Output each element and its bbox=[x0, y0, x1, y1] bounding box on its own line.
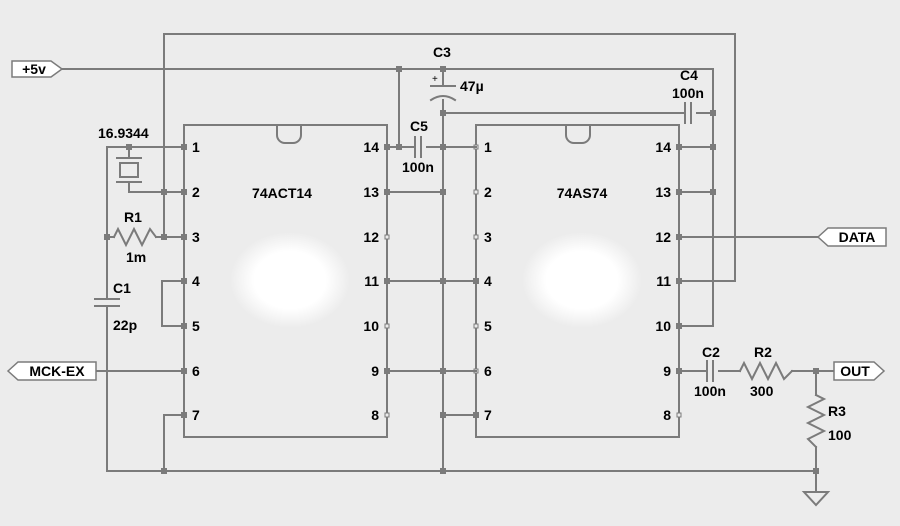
pin-number: 5 bbox=[192, 318, 200, 334]
pin-number: 4 bbox=[484, 273, 492, 289]
pin-number: 10 bbox=[655, 318, 671, 334]
crystal-value: 16.9344 bbox=[98, 125, 149, 141]
pin-number: 14 bbox=[363, 139, 379, 155]
ic-notch bbox=[565, 124, 591, 144]
c3-name: C3 bbox=[433, 44, 451, 60]
pin-number: 1 bbox=[484, 139, 492, 155]
c5-value: 100n bbox=[402, 159, 434, 175]
pin-number: 2 bbox=[484, 184, 492, 200]
pin-number: 11 bbox=[364, 273, 379, 289]
pin-number: 6 bbox=[484, 363, 492, 379]
ic-label: 74ACT14 bbox=[252, 185, 312, 201]
pin-open bbox=[473, 189, 479, 195]
r1-name: R1 bbox=[124, 209, 142, 225]
pin-number: 11 bbox=[656, 273, 671, 289]
c1-value: 22p bbox=[113, 317, 137, 333]
resistor-r2: R2 300 bbox=[738, 344, 794, 399]
r1-value: 1m bbox=[126, 249, 146, 265]
port-mck-ex: MCK-EX bbox=[6, 361, 97, 381]
pin-number: 8 bbox=[663, 407, 671, 423]
pin-open bbox=[384, 323, 390, 329]
r2-name: R2 bbox=[754, 344, 772, 360]
capacitor-c1: C1 22p bbox=[94, 280, 137, 333]
c1-name: C1 bbox=[113, 280, 131, 296]
pin-number: 9 bbox=[663, 363, 671, 379]
pin-number: 2 bbox=[192, 184, 200, 200]
pin-number: 5 bbox=[484, 318, 492, 334]
pin-number: 3 bbox=[484, 229, 492, 245]
pin-number: 13 bbox=[363, 184, 379, 200]
port-out: OUT bbox=[833, 361, 886, 381]
pin-open bbox=[676, 412, 682, 418]
pin-open bbox=[384, 412, 390, 418]
pin-number: 3 bbox=[192, 229, 200, 245]
ground-icon bbox=[801, 491, 831, 507]
c2-value: 100n bbox=[694, 383, 726, 399]
pin-number: 14 bbox=[655, 139, 671, 155]
wires bbox=[61, 33, 835, 493]
pin-number: 9 bbox=[371, 363, 379, 379]
pin-open bbox=[473, 234, 479, 240]
capacitor-c5: C5 100n bbox=[402, 118, 434, 175]
port-data-label: DATA bbox=[839, 229, 876, 245]
ic-label: 74AS74 bbox=[557, 185, 608, 201]
pin-number: 4 bbox=[192, 273, 200, 289]
crystal-icon: 16.9344 bbox=[98, 125, 149, 183]
port-vcc: +5v bbox=[11, 60, 64, 78]
pin-number: 12 bbox=[363, 229, 379, 245]
port-data: DATA bbox=[816, 227, 887, 247]
c3-plus: + bbox=[432, 74, 438, 85]
c2-name: C2 bbox=[702, 344, 720, 360]
pin-number: 7 bbox=[192, 407, 200, 423]
capacitor-c2: C2 100n bbox=[694, 344, 726, 399]
r3-value: 100 bbox=[828, 427, 852, 443]
pin-number: 12 bbox=[655, 229, 671, 245]
resistor-r1: R1 1m bbox=[112, 209, 158, 265]
c4-name: C4 bbox=[680, 67, 698, 83]
c5-name: C5 bbox=[410, 118, 428, 134]
pin-number: 1 bbox=[192, 139, 200, 155]
port-out-label: OUT bbox=[840, 363, 870, 379]
capacitor-c3: C3 + 47µ bbox=[429, 44, 484, 102]
c3-value: 47µ bbox=[460, 78, 484, 94]
junctions bbox=[104, 66, 819, 474]
r3-name: R3 bbox=[828, 403, 846, 419]
pin-open bbox=[473, 323, 479, 329]
pin-number: 13 bbox=[655, 184, 671, 200]
port-vcc-label: +5v bbox=[22, 61, 46, 77]
pin-open bbox=[384, 234, 390, 240]
r2-value: 300 bbox=[750, 383, 774, 399]
ic-notch bbox=[276, 124, 302, 144]
pin-number: 6 bbox=[192, 363, 200, 379]
port-mck-label: MCK-EX bbox=[29, 363, 85, 379]
capacitor-c4: C4 100n bbox=[672, 67, 704, 124]
resistor-r3: R3 100 bbox=[805, 393, 852, 449]
c4-value: 100n bbox=[672, 85, 704, 101]
pin-number: 10 bbox=[363, 318, 379, 334]
pin-number: 7 bbox=[484, 407, 492, 423]
pin-number: 8 bbox=[371, 407, 379, 423]
